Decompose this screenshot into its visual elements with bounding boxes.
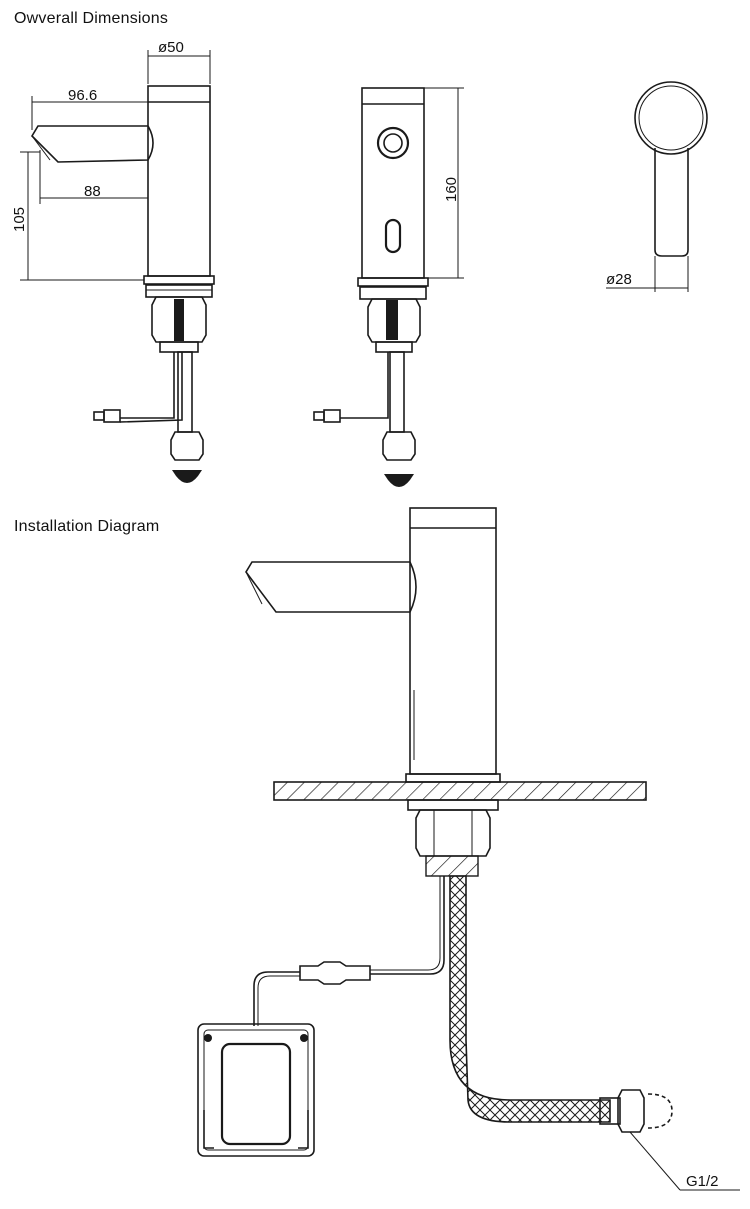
overall-dimensions-heading: Owverall Dimensions [14, 10, 169, 27]
dimension-body-diameter: ø50 [158, 39, 184, 56]
install-mounting-nut [415, 809, 491, 857]
countertop [273, 781, 647, 801]
faucet-body [147, 85, 211, 277]
dimension-body-height: 160 [443, 177, 460, 202]
spout-top [654, 148, 689, 257]
cable-connector [299, 961, 371, 985]
body-top-circle [634, 81, 708, 155]
mounting-nut [151, 296, 207, 343]
side-view: ø50 96.6 88 105 [11, 39, 215, 483]
front-view: 160 [313, 87, 464, 487]
inlet-fitting [617, 1089, 645, 1133]
dimension-spout-inner: 88 [84, 183, 101, 200]
install-faucet-body [409, 507, 497, 775]
faucet-spout [30, 125, 154, 163]
battery-box-window [220, 1042, 292, 1146]
top-view: ø28 [606, 81, 708, 292]
dimension-spout-height: 105 [11, 207, 28, 232]
dimension-spout-diameter: ø28 [606, 271, 632, 288]
sensor-window [384, 218, 402, 254]
braided-hose [449, 875, 611, 1123]
thread-callout: G1/2 [686, 1173, 719, 1190]
battery-box [197, 1023, 315, 1157]
installation-view: G1/2 [197, 507, 740, 1191]
installation-diagram-heading: Installation Diagram [14, 518, 160, 535]
install-faucet-spout [245, 561, 417, 613]
faucet-body-front [361, 87, 425, 279]
filter-cap [172, 470, 202, 483]
dimension-spout-length: 96.6 [68, 87, 97, 104]
